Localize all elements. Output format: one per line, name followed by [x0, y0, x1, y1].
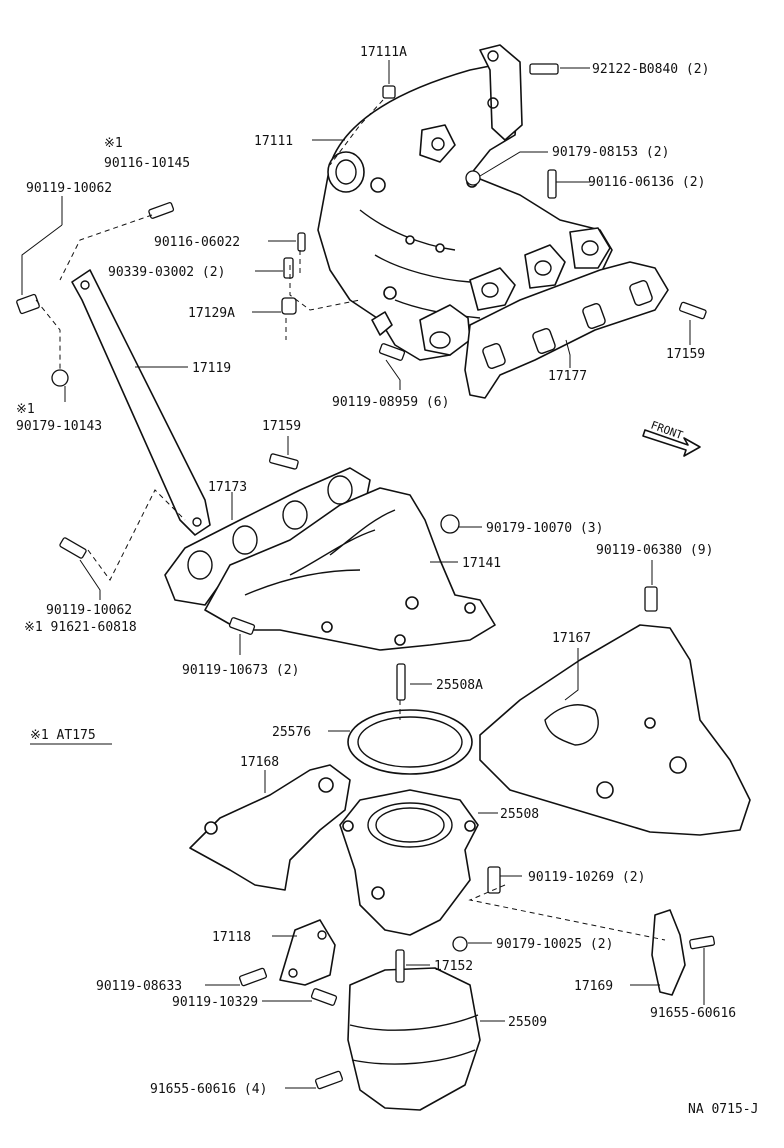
manifold-stay-17119 [71, 269, 211, 536]
label-90119-08959: 90119-08959 (6) [332, 395, 449, 410]
label-17119: 17119 [192, 361, 231, 376]
label-90119-08633: 90119-08633 [96, 979, 182, 994]
label-17118: 17118 [212, 930, 251, 945]
label-90119-10673: 90119-10673 (2) [182, 663, 299, 678]
label-note-star-top: ※1 [104, 136, 123, 151]
label-90119-06380: 90119-06380 (9) [596, 543, 713, 558]
label-90179-10070: 90179-10070 (3) [486, 521, 603, 536]
label-17167: 17167 [552, 631, 591, 646]
assembly-lines [35, 99, 666, 941]
gasket-25576 [347, 709, 473, 775]
label-25576: 25576 [272, 725, 311, 740]
label-91655-60616-right: 91655-60616 [650, 1006, 736, 1021]
label-25508A: 25508A [436, 678, 483, 693]
label-90116-06022: 90116-06022 [154, 235, 240, 250]
label-90116-06136: 90116-06136 (2) [588, 175, 705, 190]
label-90119-10269: 90119-10269 (2) [528, 870, 645, 885]
label-90119-10062-top: 90119-10062 [26, 181, 112, 196]
label-17173: 17173 [208, 480, 247, 495]
heat-insulator-17168 [189, 764, 351, 891]
label-17129A: 17129A [188, 306, 235, 321]
leader-lines [21, 60, 705, 1089]
label-90179-10025: 90179-10025 (2) [496, 937, 613, 952]
label-90179-10143: 90179-10143 [16, 419, 102, 434]
label-91621-60818: ※1 91621-60818 [24, 620, 137, 635]
fasteners [16, 63, 716, 1090]
label-diagram-code: NA 0715-J [688, 1102, 758, 1117]
label-17177: 17177 [548, 369, 587, 384]
label-17169: 17169 [574, 979, 613, 994]
exhaust-manifold-17141 [204, 487, 496, 651]
label-91655-60616-4: 91655-60616 (4) [150, 1082, 267, 1097]
label-note-star-mid: ※1 [16, 402, 35, 417]
label-92122-b0840: 92122-B0840 (2) [592, 62, 709, 77]
label-90116-10145: 90116-10145 [104, 156, 190, 171]
label-90119-10329: 90119-10329 [172, 995, 258, 1010]
bracket-17118 [279, 919, 336, 986]
label-25508: 25508 [500, 807, 539, 822]
intake-gasket-17177 [464, 261, 669, 399]
label-17111A: 17111A [360, 45, 407, 60]
label-17111: 17111 [254, 134, 293, 149]
label-note-at175: ※1 AT175 [30, 728, 96, 743]
label-90179-08153: 90179-08153 (2) [552, 145, 669, 160]
intake-manifold [317, 44, 613, 361]
label-25509: 25509 [508, 1015, 547, 1030]
heat-insulator-17167 [479, 624, 751, 836]
label-17159-mid: 17159 [262, 419, 301, 434]
converter-25508 [339, 789, 479, 936]
heat-insulator-25509 [347, 967, 481, 1111]
label-90119-10062-bottom: 90119-10062 [46, 603, 132, 618]
label-17168: 17168 [240, 755, 279, 770]
label-17159-right: 17159 [666, 347, 705, 362]
part-labels: 17111A 92122-B0840 (2) 17111 90179-08153… [16, 45, 758, 1117]
label-90339-03002: 90339-03002 (2) [108, 265, 225, 280]
front-arrow [642, 429, 701, 457]
bracket-17169 [651, 909, 686, 996]
label-17141: 17141 [462, 556, 501, 571]
label-17152: 17152 [434, 959, 473, 974]
